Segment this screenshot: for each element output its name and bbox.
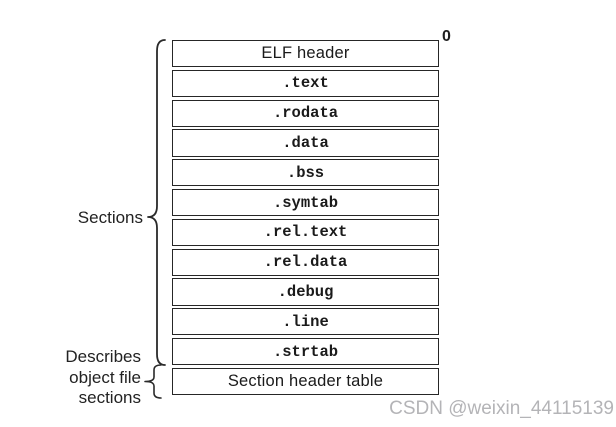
section-box-label: .rodata: [272, 104, 339, 123]
csdn-watermark: CSDN @weixin_44115139: [389, 398, 614, 419]
section-box-label: .data: [282, 134, 329, 153]
section-stack: ELF header .text .rodata .data .bss .sym…: [172, 40, 439, 396]
section-box-label: .strtab: [272, 342, 339, 361]
section-box-label: .line: [282, 312, 329, 331]
section-box-data: .data: [172, 129, 439, 157]
sections-brace-icon: [147, 39, 166, 366]
section-box-section-header-table: Section header table: [172, 367, 439, 396]
section-box-symtab: .symtab: [172, 188, 439, 217]
section-box-elf-header: ELF header: [172, 40, 439, 68]
section-box-label: .symtab: [272, 193, 339, 212]
offset-zero-label: 0: [442, 28, 451, 45]
describes-label-line: Describes: [65, 347, 141, 366]
section-box-line: .line: [172, 308, 439, 336]
section-box-debug: .debug: [172, 278, 439, 306]
section-box-label: .debug: [277, 283, 334, 302]
describes-brace-icon: [144, 364, 162, 399]
describes-object-file-sections-label: Describes object file sections: [36, 347, 141, 409]
section-box-bss: .bss: [172, 159, 439, 187]
section-box-text: .text: [172, 69, 439, 98]
describes-label-line: object file: [69, 367, 141, 387]
section-box-rodata: .rodata: [172, 99, 439, 127]
section-box-label: .rel.data: [263, 253, 348, 272]
section-box-label: .text: [282, 74, 329, 93]
section-box-label: .bss: [286, 163, 325, 182]
describes-label-line: sections: [78, 388, 141, 407]
section-box-label: Section header table: [227, 371, 384, 390]
section-box-label: .rel.text: [263, 223, 348, 242]
section-box-strtab: .strtab: [172, 337, 439, 366]
sections-label: Sections: [77, 208, 143, 227]
section-box-label: ELF header: [261, 44, 350, 63]
section-box-rel-data: .rel.data: [172, 248, 439, 276]
section-box-rel-text: .rel.text: [172, 218, 439, 247]
